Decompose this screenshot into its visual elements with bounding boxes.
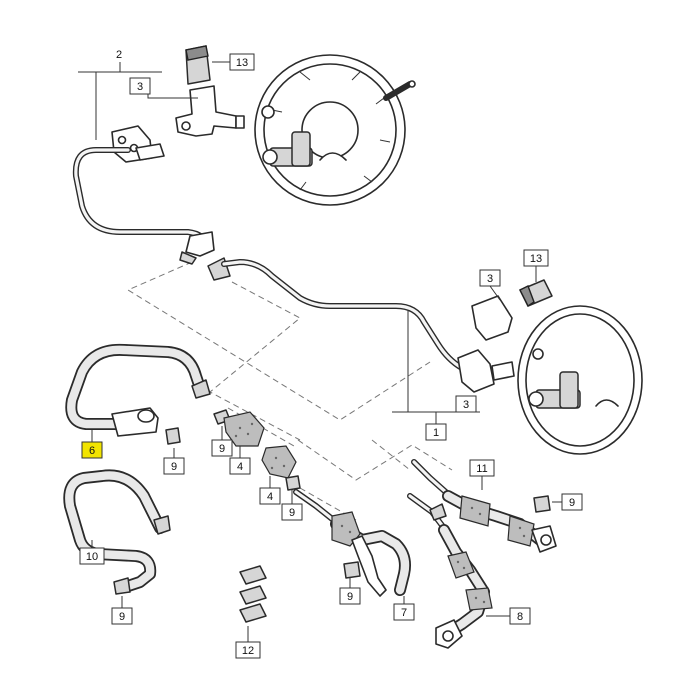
elbow-4-lower <box>261 445 301 491</box>
brake-booster-lower <box>517 305 643 455</box>
svg-text:9: 9 <box>171 461 177 473</box>
svg-text:13: 13 <box>236 57 248 69</box>
callout-4-lower[interactable]: 4 <box>259 487 281 505</box>
clamps-12 <box>239 565 267 623</box>
svg-text:7: 7 <box>401 607 407 619</box>
callout-7[interactable]: 7 <box>393 603 415 621</box>
callout-12[interactable]: 12 <box>235 641 261 659</box>
callout-4-upper[interactable]: 4 <box>229 457 251 475</box>
svg-text:9: 9 <box>569 497 575 509</box>
svg-text:9: 9 <box>289 507 295 519</box>
hose-11 <box>411 459 557 553</box>
callout-9-hose6[interactable]: 9 <box>163 457 185 475</box>
svg-text:6: 6 <box>89 445 95 457</box>
svg-text:1: 1 <box>433 427 439 439</box>
svg-text:9: 9 <box>347 591 353 603</box>
brake-booster-upper <box>254 54 416 206</box>
callout-1[interactable]: 1 <box>425 423 447 441</box>
svg-text:9: 9 <box>119 611 125 623</box>
elbow-4-upper <box>213 409 265 447</box>
callout-13-lower[interactable]: 13 <box>523 249 549 267</box>
callout-3-upper[interactable]: 3 <box>129 77 151 95</box>
check-valve-lower <box>471 279 553 341</box>
svg-text:9: 9 <box>219 443 225 455</box>
vacuum-line-2 <box>72 147 215 265</box>
svg-text:3: 3 <box>463 399 469 411</box>
callout-11[interactable]: 11 <box>469 459 495 477</box>
svg-text:4: 4 <box>237 461 243 473</box>
svg-text:11: 11 <box>476 463 487 475</box>
callout-13-upper[interactable]: 13 <box>229 53 255 71</box>
svg-text:8: 8 <box>517 611 523 623</box>
callout-9-lower-elbow[interactable]: 9 <box>281 503 303 521</box>
svg-text:3: 3 <box>137 81 143 93</box>
svg-text:4: 4 <box>267 491 273 503</box>
callouts: 2 3 13 13 3 3 1 6 <box>79 49 583 659</box>
callout-2[interactable]: 2 <box>116 49 122 61</box>
svg-text:13: 13 <box>530 253 542 265</box>
svg-text:2: 2 <box>116 49 122 61</box>
callout-10[interactable]: 10 <box>79 547 105 565</box>
callout-8[interactable]: 8 <box>509 607 531 625</box>
dashed-guides <box>126 261 453 521</box>
callout-3-lower[interactable]: 3 <box>455 395 477 413</box>
svg-text:12: 12 <box>242 645 254 657</box>
svg-text:10: 10 <box>86 551 98 563</box>
callout-3-right[interactable]: 3 <box>479 269 501 287</box>
callout-9-hose10[interactable]: 9 <box>111 607 133 625</box>
hose-7 <box>293 489 411 597</box>
svg-text:3: 3 <box>487 273 493 285</box>
callout-6[interactable]: 6 <box>81 441 103 459</box>
callout-9-right[interactable]: 9 <box>561 493 583 511</box>
hose-8 <box>407 493 493 649</box>
callout-9-elbow[interactable]: 9 <box>211 439 233 457</box>
connector-plate <box>111 125 165 163</box>
callout-9-hose7[interactable]: 9 <box>339 587 361 605</box>
hose-10 <box>63 469 171 595</box>
vacuum-line-1 <box>207 257 515 393</box>
hose-6 <box>65 343 211 445</box>
